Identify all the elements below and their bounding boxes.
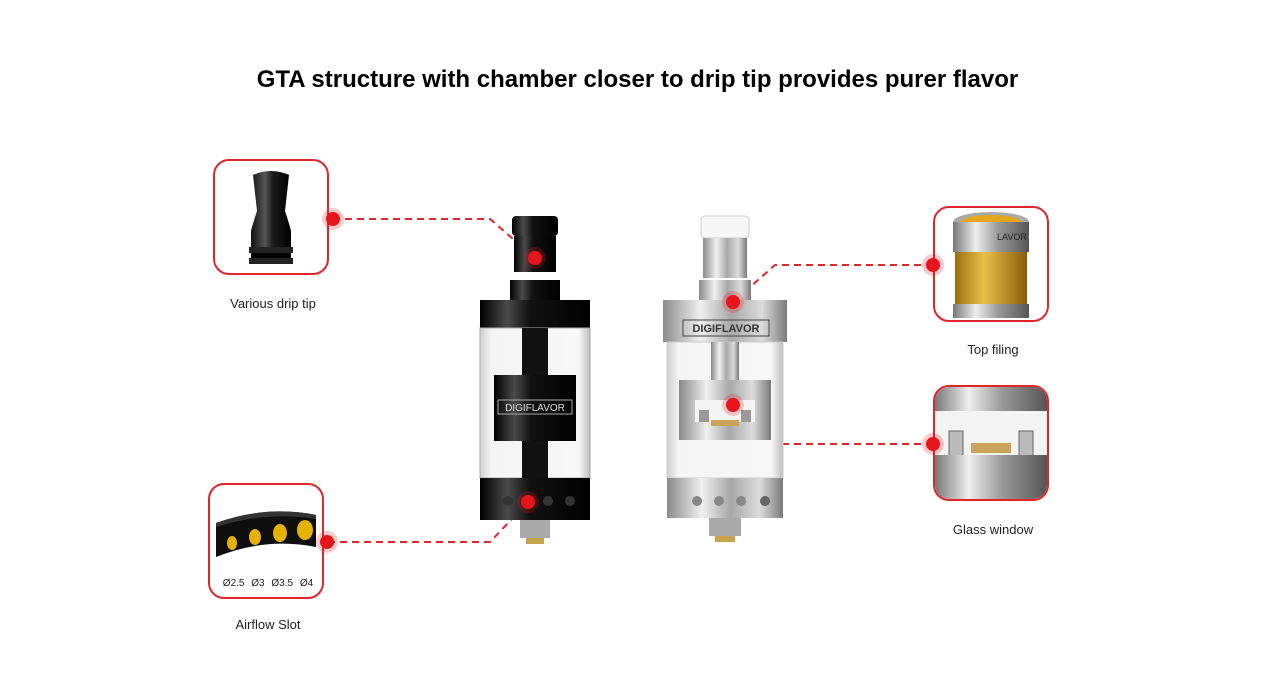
glass-window-image (935, 387, 1047, 499)
steel-tank-topfill-marker (726, 295, 740, 309)
black-tank-brand: DIGIFLAVOR (505, 403, 565, 414)
drip-tip-callout (213, 159, 329, 275)
airflow-slot-marker (320, 535, 334, 549)
glass-window-caption: Glass window (952, 522, 1034, 537)
top-filling-image: LAVOR (953, 212, 1029, 318)
drip-tip-marker (326, 212, 340, 226)
steel-tank-brand: DIGIFLAVOR (692, 323, 759, 335)
svg-text:LAVOR: LAVOR (997, 232, 1027, 242)
airflow-size-label: Ø3 (251, 578, 265, 589)
top-filling-callout: LAVOR (933, 206, 1049, 322)
airflow-ring-image (216, 511, 316, 557)
black-tank-airflow-marker (521, 495, 535, 509)
glass-window-callout (933, 385, 1049, 501)
black-tank-driptip-marker (528, 251, 542, 265)
steel-tank-image: DIGIFLAVOR (663, 215, 787, 542)
drip-tip-image (249, 171, 293, 264)
steel-tank-window-marker (726, 398, 740, 412)
airflow-size-label: Ø2.5 (222, 578, 245, 589)
drip-tip-caption: Various drip tip (230, 296, 316, 311)
airflow-slot-callout: Ø2.5 Ø3 Ø3.5 Ø4 (208, 483, 324, 599)
top-filling-caption: Top filing (967, 342, 1019, 357)
airflow-size-label: Ø3.5 (271, 578, 294, 589)
airflow-size-labels: Ø2.5 Ø3 Ø3.5 Ø4 (210, 578, 322, 589)
airflow-size-label: Ø4 (299, 578, 314, 589)
top-filling-marker (926, 258, 940, 272)
glass-window-marker (926, 437, 940, 451)
page-title: GTA structure with chamber closer to dri… (256, 66, 1019, 93)
black-tank-image: DIGIFLAVOR (479, 216, 591, 544)
airflow-slot-caption: Airflow Slot (235, 617, 301, 632)
